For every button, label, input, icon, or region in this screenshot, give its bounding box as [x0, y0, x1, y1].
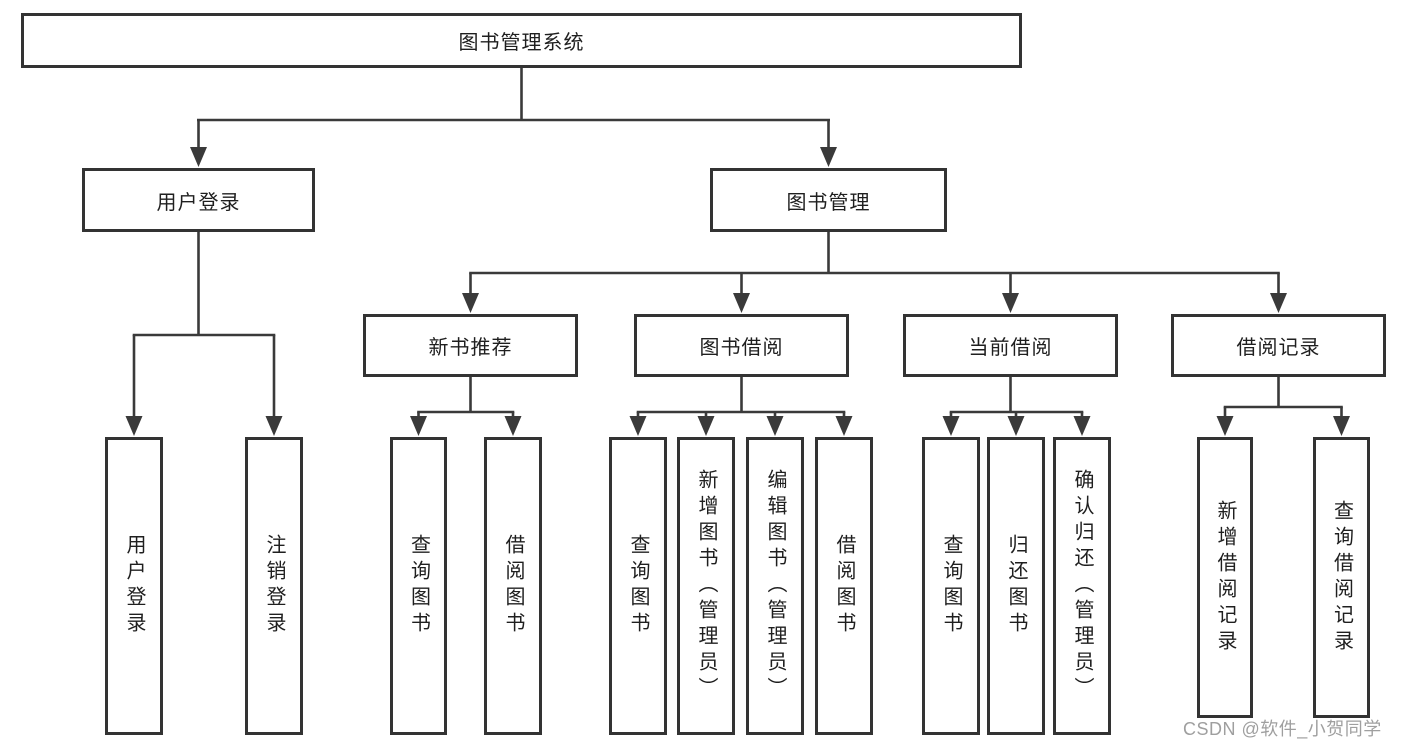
arrowhead	[125, 416, 143, 436]
arrowhead	[1073, 416, 1091, 436]
arrowhead	[190, 147, 207, 167]
leaf-label: 查询借阅记录	[1330, 499, 1353, 656]
leaf-label: 查询图书	[940, 534, 962, 638]
leaf-current-return-books: 归还图书	[987, 437, 1045, 735]
leaf-label: 用户登录	[123, 534, 145, 638]
leaf-current-query-books: 查询图书	[922, 437, 980, 735]
arrowhead	[1002, 293, 1019, 313]
node-book-borrow: 图书借阅	[634, 314, 849, 377]
leaf-current-confirm-return-admin: 确认归还（管理员）	[1053, 437, 1111, 735]
leaf-label: 注销登录	[263, 534, 285, 638]
leaf-label: 查询图书	[627, 534, 649, 638]
arrowhead	[410, 416, 427, 436]
node-root-label: 图书管理系统	[458, 32, 585, 54]
leaf-login-user-login: 用户登录	[105, 437, 163, 735]
arrowhead	[820, 147, 837, 167]
arrowhead	[1270, 293, 1287, 313]
arrowhead	[942, 416, 960, 436]
node-new-book-rec-label: 新书推荐	[428, 337, 513, 359]
arrowhead	[733, 293, 750, 313]
node-current-borrow-label: 当前借阅	[968, 337, 1053, 359]
leaf-newbook-borrow-books: 借阅图书	[484, 437, 542, 735]
leaf-label: 归还图书	[1005, 534, 1027, 638]
leaf-borrow-add-books-admin: 新增图书（管理员）	[677, 437, 735, 735]
leaf-label: 借阅图书	[502, 534, 524, 638]
arrowhead	[697, 416, 715, 436]
csdn-watermark: CSDN @软件_小贺同学	[1183, 719, 1382, 739]
node-book-management-label: 图书管理	[786, 191, 871, 214]
leaf-label: 新增借阅记录	[1214, 499, 1236, 656]
leaf-borrow-edit-books-admin: 编辑图书（管理员）	[746, 437, 804, 735]
leaf-records-query-record: 查询借阅记录	[1313, 437, 1370, 718]
arrowheads	[125, 147, 1350, 436]
node-root-system: 图书管理系统	[21, 13, 1022, 68]
arrowhead	[1333, 416, 1350, 436]
node-book-management: 图书管理	[710, 168, 947, 232]
leaf-login-logout: 注销登录	[245, 437, 303, 735]
leaf-label: 编辑图书（管理员）	[764, 469, 786, 703]
leaf-label: 查询图书	[407, 534, 430, 638]
node-user-login-label: 用户登录	[156, 191, 241, 214]
arrowhead	[504, 416, 522, 436]
node-user-login: 用户登录	[82, 168, 315, 232]
node-current-borrow: 当前借阅	[903, 314, 1118, 377]
node-book-borrow-label: 图书借阅	[699, 337, 784, 359]
arrowhead	[462, 293, 479, 313]
arrowhead	[766, 416, 784, 436]
leaf-label: 确认归还（管理员）	[1071, 469, 1093, 703]
node-new-book-rec: 新书推荐	[363, 314, 578, 377]
leaf-borrow-query-books: 查询图书	[609, 437, 667, 735]
leaf-newbook-query-books: 查询图书	[390, 437, 447, 735]
arrowhead	[265, 416, 283, 436]
arrowhead	[1216, 416, 1234, 436]
leaf-label: 借阅图书	[833, 534, 855, 638]
node-borrow-records-label: 借阅记录	[1236, 337, 1321, 359]
leaf-borrow-borrow-books: 借阅图书	[815, 437, 873, 735]
arrowhead	[835, 416, 853, 436]
leaf-label: 新增图书（管理员）	[695, 469, 717, 703]
arrowhead	[1007, 416, 1025, 436]
arrowhead	[629, 416, 647, 436]
node-borrow-records: 借阅记录	[1171, 314, 1386, 377]
leaf-records-add-record: 新增借阅记录	[1197, 437, 1253, 718]
